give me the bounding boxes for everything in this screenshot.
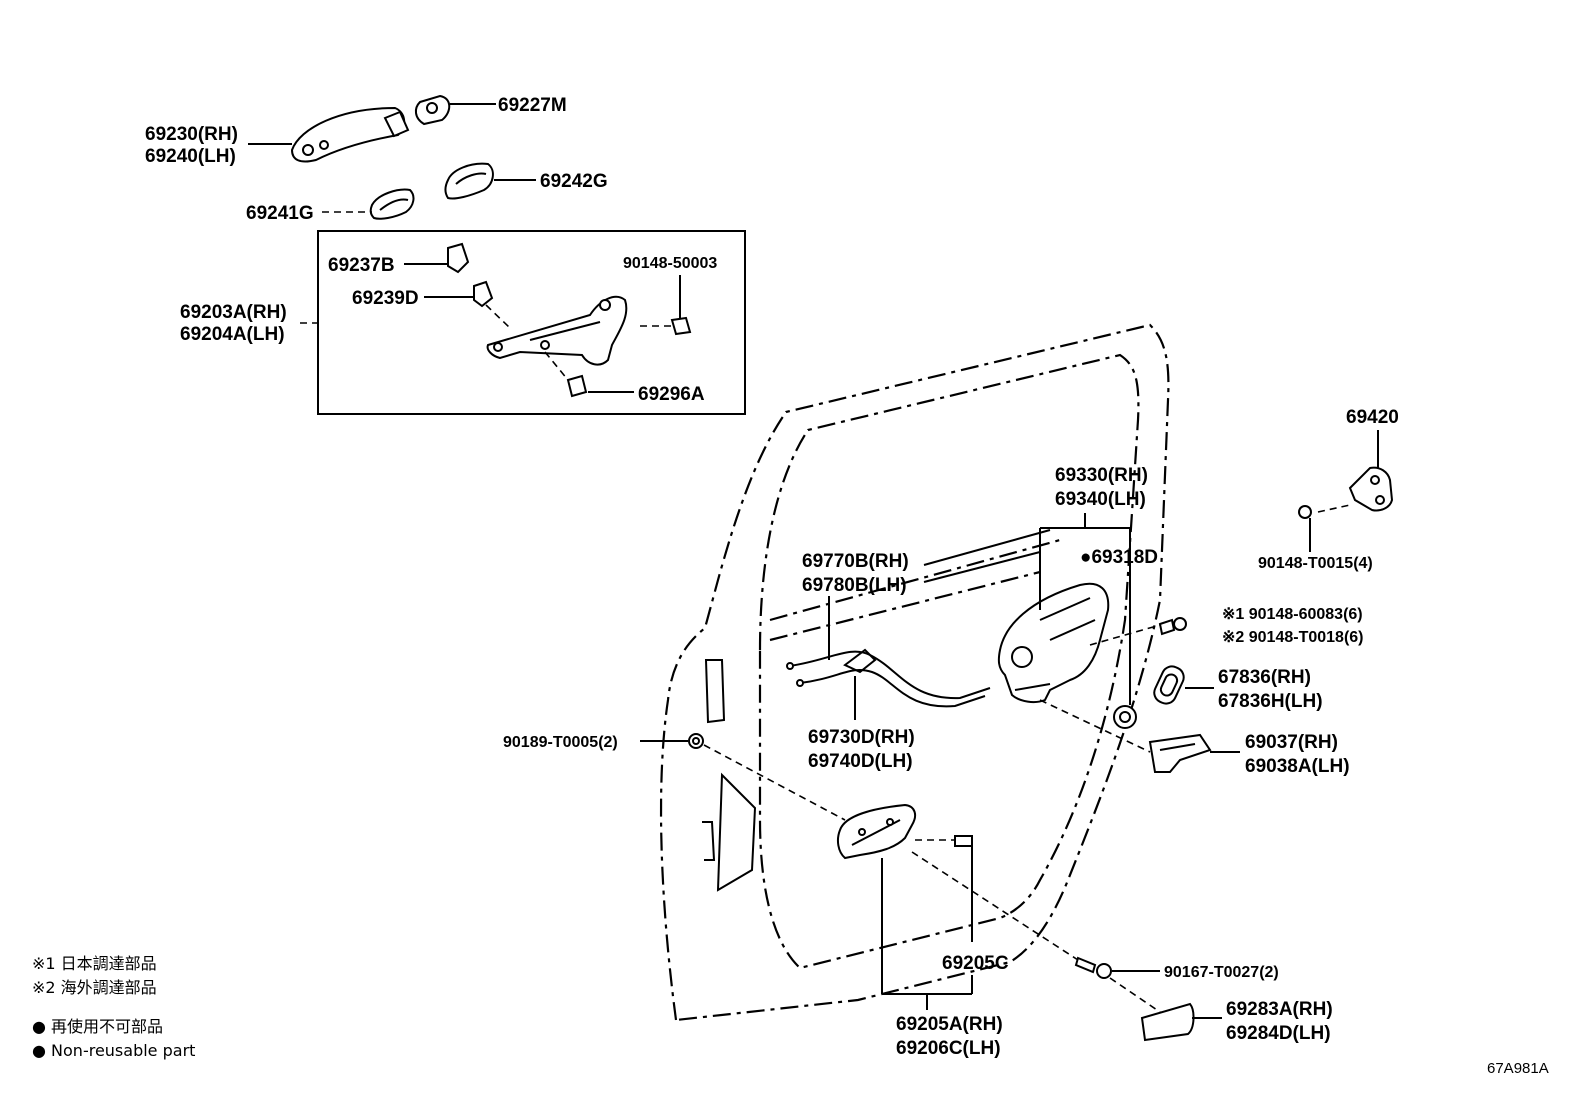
label-67836h: 67836H(LH) bbox=[1218, 691, 1323, 712]
label-69239d: 69239D bbox=[352, 288, 419, 309]
handle-pad-rear-icon bbox=[444, 162, 494, 200]
label-69318d: ●69318D bbox=[1080, 547, 1158, 568]
label-69283a: 69283A(RH) bbox=[1226, 999, 1333, 1020]
label-69230: 69230(RH) bbox=[145, 124, 238, 145]
bolt-icon bbox=[688, 733, 704, 749]
label-69237b: 69237B bbox=[328, 255, 395, 276]
grommet-icon bbox=[1153, 665, 1185, 705]
note-non-reusable-jp: ● 再使用不可部品 bbox=[32, 1017, 163, 1036]
label-69206c: 69206C(LH) bbox=[896, 1038, 1001, 1059]
label-67836: 67836(RH) bbox=[1218, 667, 1311, 688]
striker-icon bbox=[1298, 466, 1394, 519]
handle-cap-icon bbox=[414, 94, 451, 126]
label-90167-t0027: 90167-T0027(2) bbox=[1164, 964, 1279, 981]
label-69242g: 69242G bbox=[540, 171, 608, 192]
label-69330: 69330(RH) bbox=[1055, 465, 1148, 486]
label-90148-60083: ※1 90148-60083(6) bbox=[1222, 606, 1363, 623]
label-90148-t0015: 90148-T0015(4) bbox=[1258, 555, 1373, 572]
screw-icon bbox=[1074, 956, 1112, 979]
label-90148-50003: 90148-50003 bbox=[623, 255, 717, 272]
note-domestic-procurement: ※1 日本調達部品 bbox=[32, 954, 157, 973]
label-90189-t0005: 90189-T0005(2) bbox=[503, 734, 618, 751]
label-69038a: 69038A(LH) bbox=[1245, 756, 1350, 777]
label-69204a: 69204A(LH) bbox=[180, 324, 285, 345]
lock-cable-icon bbox=[786, 648, 991, 708]
label-69296a: 69296A bbox=[638, 384, 705, 405]
label-69037: 69037(RH) bbox=[1245, 732, 1338, 753]
lock-control-icon bbox=[1148, 733, 1212, 773]
lock-screw-icon bbox=[1158, 617, 1187, 636]
frame-assembly-icon bbox=[447, 242, 692, 398]
rear-door-outline bbox=[659, 323, 1170, 1022]
note-non-reusable-en: ● Non-reusable part bbox=[32, 1041, 195, 1060]
label-69241g: 69241G bbox=[246, 203, 314, 224]
label-69284d: 69284D(LH) bbox=[1226, 1023, 1331, 1044]
label-90148-t0018: ※2 90148-T0018(6) bbox=[1222, 629, 1364, 646]
door-lock-assembly-icon bbox=[997, 582, 1137, 729]
label-69340: 69340(LH) bbox=[1055, 489, 1146, 510]
label-69240: 69240(LH) bbox=[145, 146, 236, 167]
label-69420: 69420 bbox=[1346, 407, 1399, 428]
note-overseas-procurement: ※2 海外調達部品 bbox=[32, 978, 157, 997]
label-69205c: 69205C bbox=[942, 953, 1009, 974]
label-69770b: 69770B(RH) bbox=[802, 551, 909, 572]
label-69203a: 69203A(RH) bbox=[180, 302, 287, 323]
label-69205a: 69205A(RH) bbox=[896, 1014, 1003, 1035]
label-69227m: 69227M bbox=[498, 95, 567, 116]
diagram-reference-code: 67A981A bbox=[1487, 1060, 1549, 1077]
cover-icon bbox=[1140, 1002, 1195, 1042]
handle-pad-front-icon bbox=[369, 188, 415, 220]
label-69780b: 69780B(LH) bbox=[802, 575, 907, 596]
label-69740d: 69740D(LH) bbox=[808, 751, 913, 772]
label-69730d: 69730D(RH) bbox=[808, 727, 915, 748]
inside-handle-icon bbox=[836, 803, 973, 860]
outside-handle-icon bbox=[290, 106, 410, 163]
